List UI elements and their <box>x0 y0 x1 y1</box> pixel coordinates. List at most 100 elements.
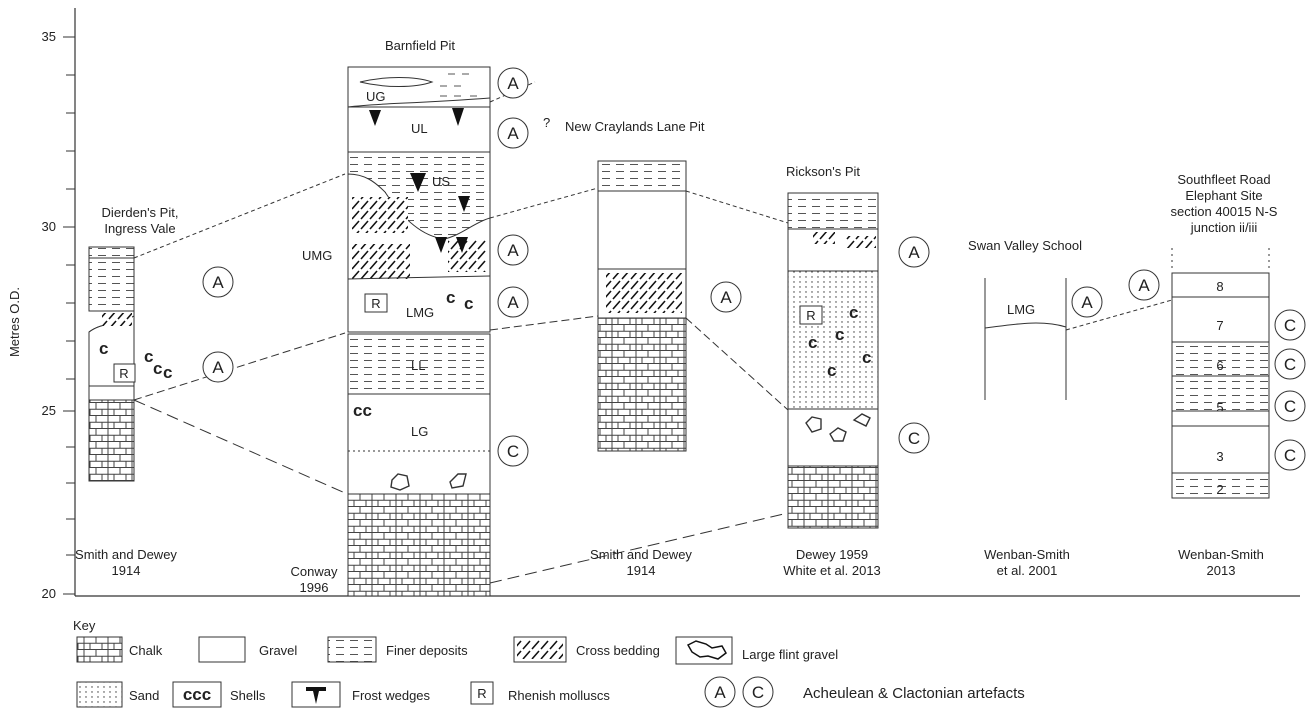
legend-item-finer-deposits: Finer deposits <box>328 637 468 662</box>
artefact-circle: C <box>1275 349 1305 379</box>
section-new-craylands-lane-pit: New Craylands Lane Pit ? A Smith and Dew… <box>543 115 741 578</box>
rhenish-molluscs-marker: R <box>477 686 486 701</box>
rhenish-molluscs-marker: R <box>800 306 822 324</box>
artefact-circle: A <box>498 235 528 265</box>
svg-text:R: R <box>371 296 380 311</box>
unit-label: US <box>432 174 450 189</box>
artefact-circle: A <box>498 68 528 98</box>
artefact-circle: C <box>498 436 528 466</box>
svg-text:C: C <box>507 442 519 461</box>
unit-label: 8 <box>1216 279 1223 294</box>
unit-label: LL <box>411 358 425 373</box>
svg-text:A: A <box>507 74 519 93</box>
svg-text:A: A <box>212 273 224 292</box>
svg-text:c: c <box>862 348 871 367</box>
artefact-circle: A <box>1072 287 1102 317</box>
section-citation: White et al. 2013 <box>783 563 881 578</box>
unit-label: UG <box>366 89 386 104</box>
svg-text:c: c <box>99 339 108 358</box>
section-citation: Wenban-Smith <box>984 547 1070 562</box>
svg-text:Acheulean & Clactonian artefac: Acheulean & Clactonian artefacts <box>803 685 1025 702</box>
legend-item-shells: ccc Shells <box>173 682 266 707</box>
artefact-circle: A <box>203 267 233 297</box>
section-title: junction ii/iii <box>1190 220 1258 235</box>
y-tick-label: 20 <box>42 586 56 601</box>
artefact-circle: A <box>899 237 929 267</box>
svg-text:C: C <box>908 429 920 448</box>
artefact-circle: C <box>1275 310 1305 340</box>
svg-text:Cross bedding: Cross bedding <box>576 643 660 658</box>
svg-text:c: c <box>446 288 455 307</box>
legend-item-frost-wedges: Frost wedges <box>292 682 431 707</box>
rhenish-molluscs-marker: R <box>114 364 135 382</box>
legend-item-gravel: Gravel <box>199 637 297 662</box>
section-title: Dierden's Pit, <box>102 205 179 220</box>
legend-item-sand: Sand <box>77 682 159 707</box>
artefact-circle: A <box>714 683 726 702</box>
svg-text:A: A <box>720 288 732 307</box>
svg-text:c: c <box>849 303 858 322</box>
artefact-circle: A <box>498 118 528 148</box>
legend: Key Chalk Gravel Finer deposits Cross be… <box>73 618 1025 707</box>
y-tick-label: 35 <box>42 29 56 44</box>
section-barnfield-pit: Barnfield Pit UG UL US UMG R LMG c c LL … <box>291 38 528 596</box>
artefact-circle: C <box>899 423 929 453</box>
artefact-circle: C <box>752 683 764 702</box>
svg-text:A: A <box>507 124 519 143</box>
unit-label: 7 <box>1216 318 1223 333</box>
svg-text:A: A <box>507 293 519 312</box>
section-title: Ingress Vale <box>104 221 175 236</box>
unit-label: UL <box>411 121 428 136</box>
svg-text:A: A <box>908 243 920 262</box>
section-citation: Wenban-Smith <box>1178 547 1264 562</box>
artefact-circle: A <box>498 287 528 317</box>
section-swan-valley-school: Swan Valley School LMG A Wenban-Smith et… <box>968 238 1102 578</box>
unit-label: 3 <box>1216 449 1223 464</box>
unit-label: UMG <box>302 248 332 263</box>
unit-label: 6 <box>1216 358 1223 373</box>
svg-text:c: c <box>464 294 473 313</box>
svg-text:Frost wedges: Frost wedges <box>352 688 431 703</box>
legend-item-cross-bedding: Cross bedding <box>514 637 660 662</box>
section-title: New Craylands Lane Pit <box>565 119 705 134</box>
svg-text:R: R <box>806 308 815 323</box>
unit-label: LMG <box>406 305 434 320</box>
legend-item-chalk: Chalk <box>77 637 163 662</box>
section-citation: 1996 <box>300 580 329 595</box>
svg-text:c: c <box>827 361 836 380</box>
svg-text:c: c <box>808 333 817 352</box>
svg-text:cc: cc <box>353 401 372 420</box>
section-citation: Dewey 1959 <box>796 547 868 562</box>
svg-text:A: A <box>212 358 224 377</box>
svg-text:C: C <box>1284 316 1296 335</box>
section-title: Barnfield Pit <box>385 38 455 53</box>
section-dierdens-pit: Dierden's Pit, Ingress Vale c c c c R A … <box>75 205 233 578</box>
section-citation: Conway <box>291 564 338 579</box>
svg-text:Chalk: Chalk <box>129 643 163 658</box>
svg-text:A: A <box>1081 293 1093 312</box>
legend-item-artefacts: A C Acheulean & Clactonian artefacts <box>705 677 1025 707</box>
svg-text:A: A <box>1138 276 1150 295</box>
unit-label: LG <box>411 424 428 439</box>
shells-icon: cc <box>353 401 372 420</box>
svg-text:Rhenish molluscs: Rhenish molluscs <box>508 688 610 703</box>
section-citation: 1914 <box>112 563 141 578</box>
section-title: Southfleet Road <box>1177 172 1270 187</box>
section-title: Rickson's Pit <box>786 164 860 179</box>
legend-item-rhenish-molluscs: R Rhenish molluscs <box>471 682 610 704</box>
svg-text:Sand: Sand <box>129 688 159 703</box>
svg-text:C: C <box>1284 446 1296 465</box>
artefact-circle: A <box>1129 270 1159 300</box>
svg-text:Large flint gravel: Large flint gravel <box>742 647 838 662</box>
artefact-circle: C <box>1275 440 1305 470</box>
uncertain-query: ? <box>543 115 550 130</box>
svg-text:Finer deposits: Finer deposits <box>386 643 468 658</box>
svg-text:Gravel: Gravel <box>259 643 297 658</box>
shells-icon: ccc <box>183 685 211 704</box>
section-title: section 40015 N-S <box>1171 204 1278 219</box>
section-citation: Smith and Dewey <box>590 547 692 562</box>
section-title: Swan Valley School <box>968 238 1082 253</box>
legend-item-large-flint-gravel: Large flint gravel <box>676 637 838 664</box>
unit-label: LMG <box>1007 302 1035 317</box>
unit-label: 2 <box>1216 482 1223 497</box>
